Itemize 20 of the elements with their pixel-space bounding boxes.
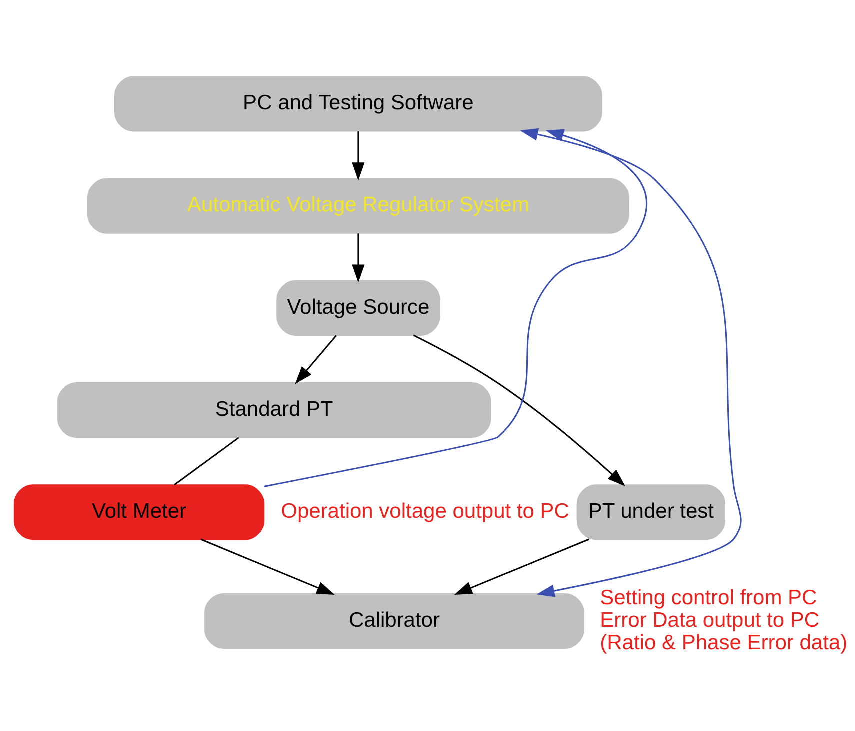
arrow	[352, 233, 365, 282]
node-box: PT under test	[576, 484, 726, 540]
arrow	[264, 128, 648, 488]
node-box: Standard PT	[57, 382, 492, 438]
arrow	[413, 334, 626, 486]
arrow	[200, 538, 335, 595]
arrow	[352, 131, 365, 180]
arrow	[520, 128, 742, 597]
node-label: Setting control from PC	[600, 586, 818, 609]
arrow	[295, 334, 337, 384]
node-box: Automatic Voltage Regulator System	[87, 178, 630, 234]
node-label: Error Data output to PC	[600, 608, 820, 632]
node-box: Voltage Source	[276, 280, 440, 336]
node-box: Volt Meter	[14, 484, 265, 540]
arrow	[454, 538, 590, 595]
connector	[174, 436, 240, 486]
node-label: Operation voltage output to PC	[281, 499, 570, 522]
node-box: PC and Testing Software	[114, 76, 602, 132]
node-box: Calibrator	[204, 592, 584, 648]
node-label: (Ratio & Phase Error data)	[600, 630, 848, 654]
